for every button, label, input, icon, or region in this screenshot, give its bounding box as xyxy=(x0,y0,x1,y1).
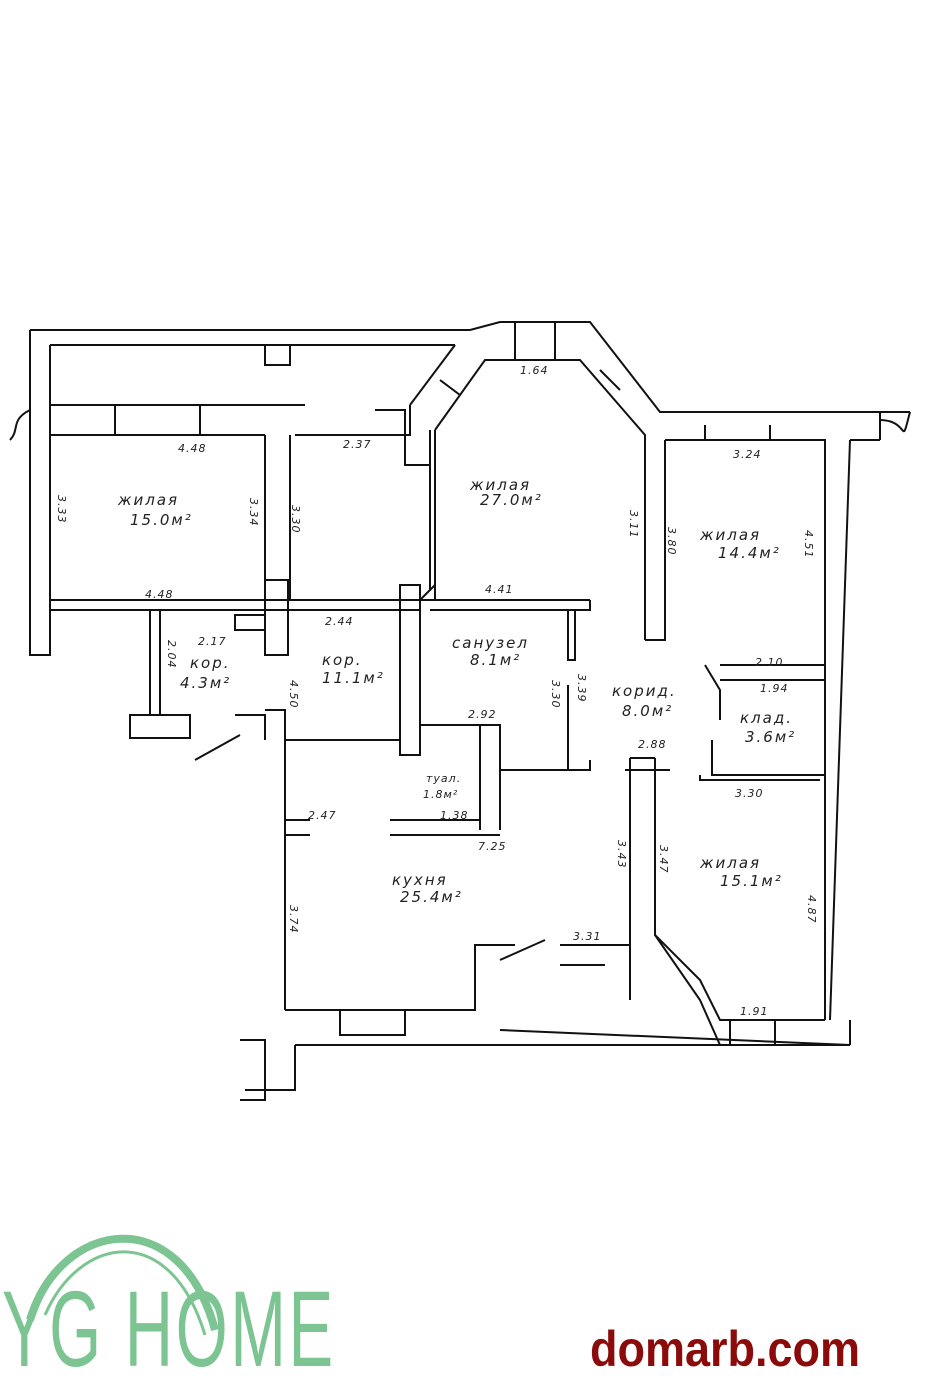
dimension: 1.38 xyxy=(440,809,469,822)
room-area: 3.6м² xyxy=(745,728,796,746)
room-name: жилая xyxy=(117,491,179,509)
dimension: 4.87 xyxy=(805,895,818,924)
dimension: 2.47 xyxy=(308,809,337,822)
dimension-labels: 4.48 3.33 3.34 3.30 4.48 2.37 1.64 3.11 … xyxy=(55,364,818,1018)
room-name: кор. xyxy=(190,654,231,672)
dimension: 1.64 xyxy=(520,364,549,377)
room-name: кор. xyxy=(322,651,363,669)
dimension: 4.41 xyxy=(485,583,514,596)
room-name: корид. xyxy=(612,682,677,700)
logo-arc-icon xyxy=(26,1234,219,1336)
room-name: туал. xyxy=(426,772,461,785)
room-name: клад. xyxy=(740,709,793,727)
logo-text: YG HOME xyxy=(2,1268,336,1389)
room-area: 4.3м² xyxy=(180,674,231,692)
room-area: 14.4м² xyxy=(718,544,781,562)
dimension: 4.50 xyxy=(287,680,300,709)
dimension: 4.48 xyxy=(178,442,207,455)
dimension: 2.17 xyxy=(198,635,227,648)
dimension: 3.11 xyxy=(627,510,640,539)
floor-plan: жилая 15.0м² жилая 27.0м² жилая 14.4м² к… xyxy=(9,321,911,1101)
dimension: 3.33 xyxy=(55,495,68,524)
room-area: 15.0м² xyxy=(130,511,193,529)
dimension: 3.31 xyxy=(573,930,602,943)
dimension: 1.94 xyxy=(760,682,789,695)
dimension: 2.44 xyxy=(325,615,354,628)
dimension: 1.91 xyxy=(740,1005,769,1018)
dimension: 3.80 xyxy=(665,527,678,556)
room-name: жилая xyxy=(469,476,531,494)
dimension: 3.30 xyxy=(289,505,302,534)
dimension: 4.48 xyxy=(145,588,174,601)
walls xyxy=(9,321,911,1101)
dimension: 3.34 xyxy=(247,498,260,527)
room-name: жилая xyxy=(699,854,761,872)
dimension: 2.04 xyxy=(165,640,178,669)
room-name: жилая xyxy=(699,526,761,544)
room-area: 1.8м² xyxy=(423,788,458,801)
room-name: кухня xyxy=(392,871,448,889)
dimension: 3.39 xyxy=(575,674,588,703)
dimension: 4.51 xyxy=(802,530,815,559)
dimension: 2.37 xyxy=(343,438,372,451)
dimension: 3.43 xyxy=(615,840,628,869)
room-area: 27.0м² xyxy=(480,491,543,509)
dimension: 2.88 xyxy=(638,738,667,751)
dimension: 3.47 xyxy=(657,845,670,874)
room-labels: жилая 15.0м² жилая 27.0м² жилая 14.4м² к… xyxy=(117,476,796,906)
dimension: 2.92 xyxy=(468,708,497,721)
dimension: 2.10 xyxy=(755,656,784,669)
dimension: 3.24 xyxy=(733,448,762,461)
room-name: санузел xyxy=(452,634,529,652)
room-area: 15.1м² xyxy=(720,872,783,890)
room-area: 25.4м² xyxy=(400,888,463,906)
site-watermark: domarb.com xyxy=(590,1321,861,1377)
dimension: 3.74 xyxy=(287,905,300,934)
dimension: 7.25 xyxy=(478,840,507,853)
room-area: 8.1м² xyxy=(470,651,521,669)
room-area: 11.1м² xyxy=(322,669,385,687)
dimension: 3.30 xyxy=(549,680,562,709)
room-area: 8.0м² xyxy=(622,702,673,720)
dimension: 3.30 xyxy=(735,787,764,800)
